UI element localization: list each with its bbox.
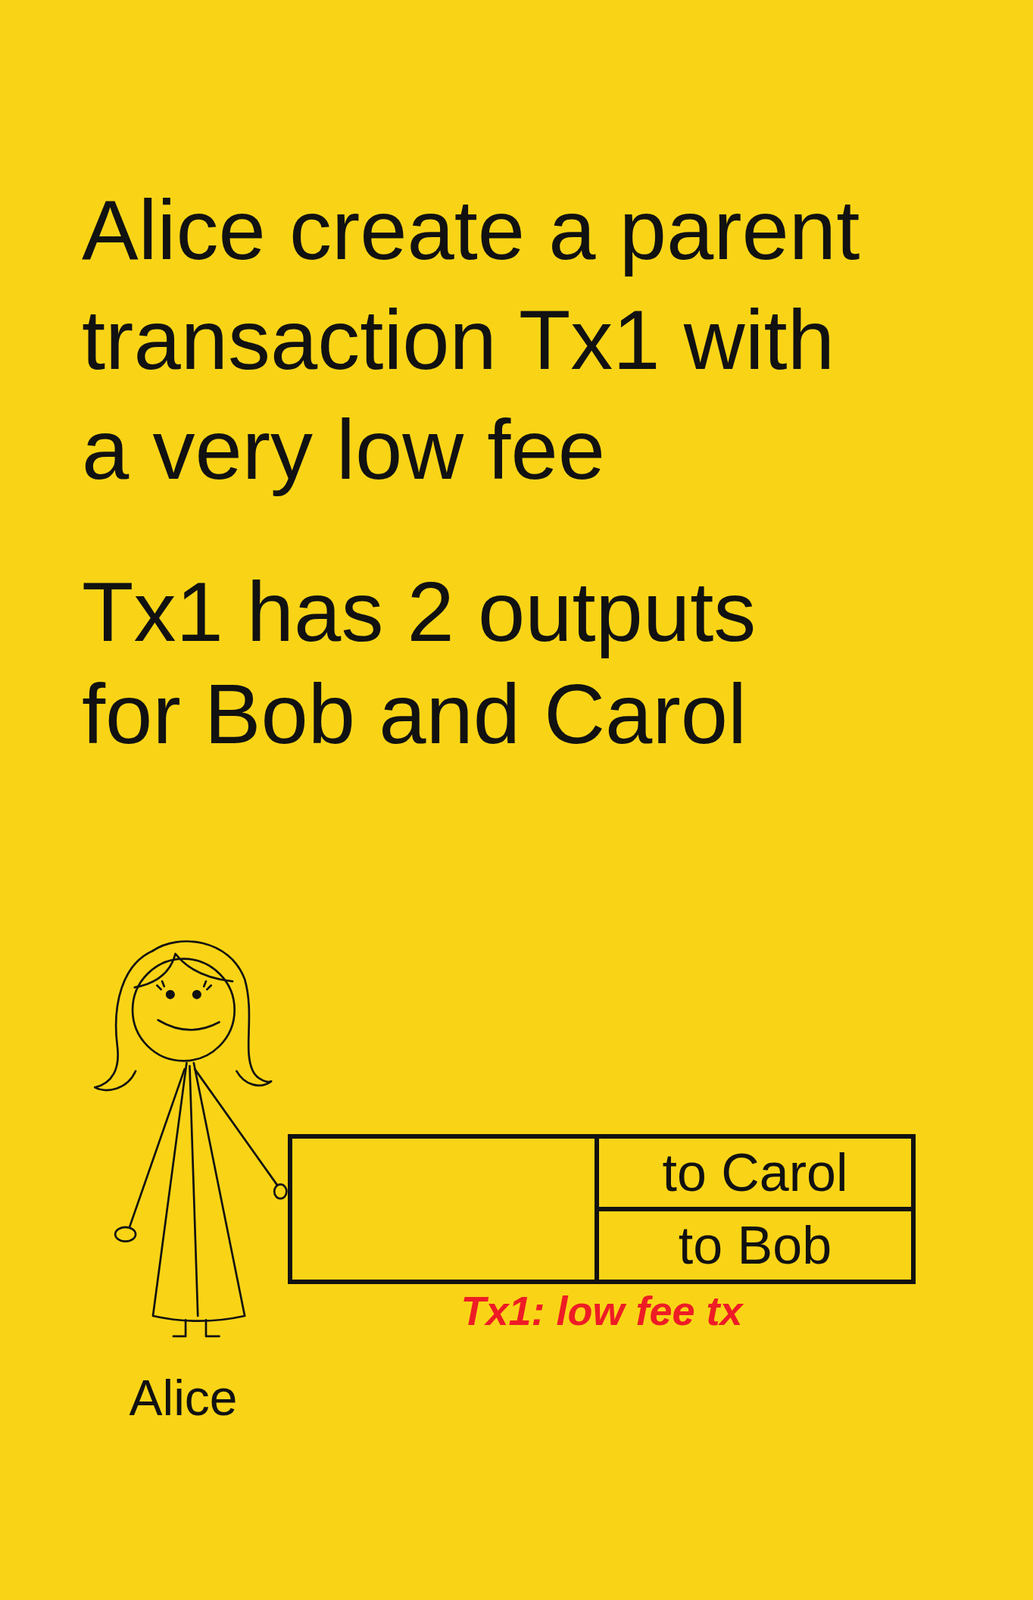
box-heading: Tx1: low fee tx (246, 1285, 957, 1336)
cell-text: to Carol (599, 1142, 912, 1203)
cell-text: to Bob (599, 1214, 912, 1276)
arm (129, 1068, 278, 1227)
hand (115, 1226, 136, 1242)
face (132, 958, 235, 1062)
eye (193, 990, 200, 998)
person-name: Alice (69, 1366, 297, 1428)
output-cell: to Carol (594, 1138, 912, 1211)
leg (173, 1319, 220, 1336)
note-text: Tx1 has 2 outputs for Bob and Carol (81, 560, 824, 765)
heading: Alice create a parent transaction Tx1 wi… (81, 174, 893, 505)
eyelash (156, 980, 211, 990)
smile (158, 1020, 220, 1030)
hair (152, 941, 272, 1086)
transaction-box: to Carolto BobTx1: low fee tx (287, 1133, 916, 1284)
hair (94, 950, 153, 1090)
hand (274, 1183, 287, 1199)
fringe (134, 953, 233, 987)
dress (152, 1062, 245, 1321)
output-cell: to Bob (594, 1210, 912, 1280)
eye (166, 990, 174, 998)
